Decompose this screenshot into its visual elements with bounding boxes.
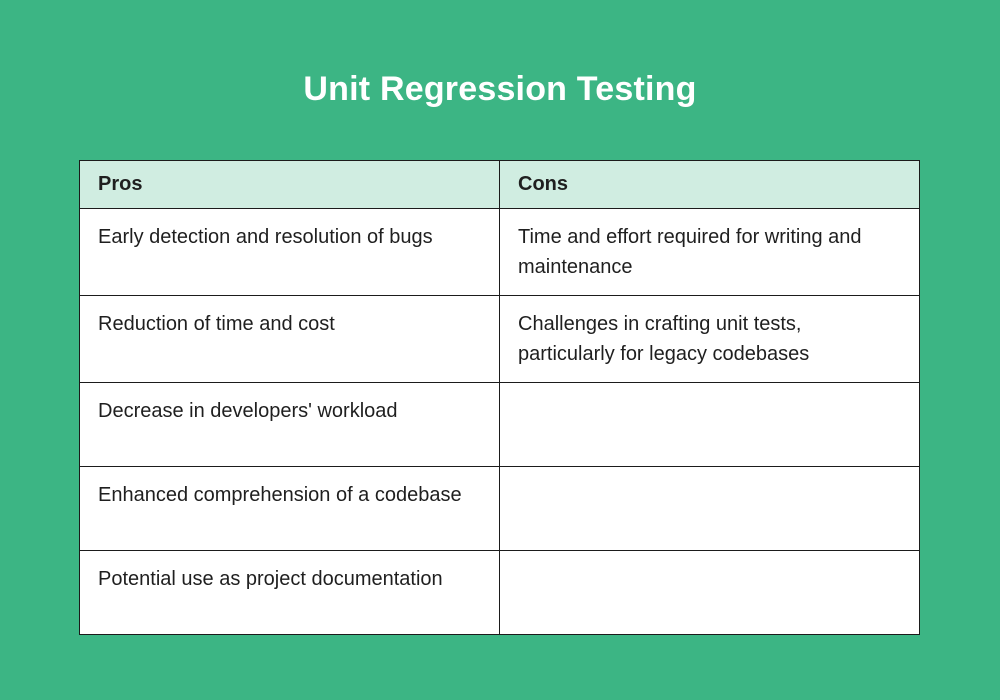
table-row: Early detection and resolution of bugs T…	[79, 208, 920, 296]
cell-pros: Reduction of time and cost	[79, 295, 500, 383]
table-row: Enhanced comprehension of a codebase	[79, 466, 920, 551]
cell-cons	[499, 466, 920, 551]
cell-pros: Potential use as project documentation	[79, 550, 500, 635]
table-row: Decrease in developers' workload	[79, 382, 920, 467]
header-cell-pros: Pros	[79, 160, 500, 209]
cell-cons	[499, 550, 920, 635]
cell-cons: Time and effort required for writing and…	[499, 208, 920, 296]
page-title: Unit Regression Testing	[303, 70, 697, 108]
table-row: Reduction of time and cost Challenges in…	[79, 295, 920, 383]
cell-pros: Early detection and resolution of bugs	[79, 208, 500, 296]
cell-cons	[499, 382, 920, 467]
cell-pros: Decrease in developers' workload	[79, 382, 500, 467]
pros-cons-table: Pros Cons Early detection and resolution…	[79, 160, 920, 635]
cell-cons: Challenges in crafting unit tests, parti…	[499, 295, 920, 383]
cell-pros: Enhanced comprehension of a codebase	[79, 466, 500, 551]
table-header-row: Pros Cons	[79, 160, 920, 209]
table-row: Potential use as project documentation	[79, 550, 920, 635]
header-cell-cons: Cons	[499, 160, 920, 209]
